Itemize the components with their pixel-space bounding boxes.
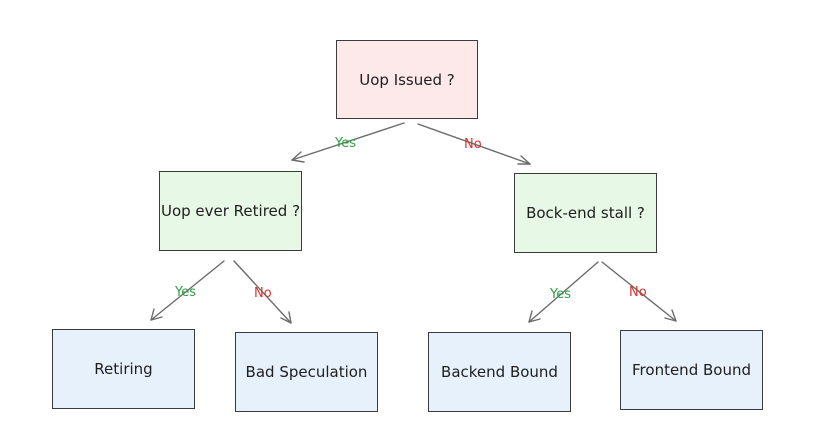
leaf-frontend-bound-label: Frontend Bound: [632, 361, 751, 379]
edge-retired-no-arrowhead: [280, 311, 292, 324]
leaf-backend-bound: Backend Bound: [428, 332, 571, 412]
node-uop-ever-retired: Uop ever Retired ?: [159, 171, 302, 251]
edge-label-yes-stall: Yes: [549, 287, 571, 302]
leaf-bad-speculation-label: Bad Speculation: [245, 363, 368, 381]
edge-root-no: [417, 123, 531, 165]
node-backend-stall-label: Bock-end stall ?: [526, 204, 645, 222]
edge-root-yes-arrowhead: [291, 151, 305, 163]
node-uop-ever-retired-label: Uop ever Retired ?: [160, 202, 301, 220]
edge-label-no-stall: No: [629, 285, 647, 300]
node-uop-issued-label: Uop Issued ?: [359, 70, 455, 89]
edge-retired-no: [233, 260, 292, 324]
edge-label-yes-root: Yes: [334, 136, 356, 151]
edge-root-no-arrowhead: [517, 155, 531, 165]
node-backend-stall: Bock-end stall ?: [514, 173, 657, 253]
leaf-backend-bound-label: Backend Bound: [441, 363, 558, 381]
edge-label-no-retired: No: [254, 286, 272, 301]
edge-retired-yes: [150, 260, 225, 321]
edge-retired-yes-arrowhead: [150, 308, 163, 321]
edge-label-no-root: No: [464, 137, 482, 152]
leaf-frontend-bound: Frontend Bound: [620, 330, 763, 410]
node-uop-issued: Uop Issued ?: [336, 40, 478, 119]
edge-stall-no: [601, 261, 677, 322]
edge-stall-no-arrowhead: [664, 309, 677, 322]
leaf-bad-speculation: Bad Speculation: [235, 332, 378, 412]
edge-root-yes: [291, 122, 405, 161]
edge-label-yes-retired: Yes: [174, 285, 196, 300]
leaf-retiring: Retiring: [52, 329, 195, 409]
leaf-retiring-label: Retiring: [94, 360, 153, 378]
edge-stall-yes-arrowhead: [528, 310, 541, 323]
edge-stall-yes: [528, 261, 599, 323]
